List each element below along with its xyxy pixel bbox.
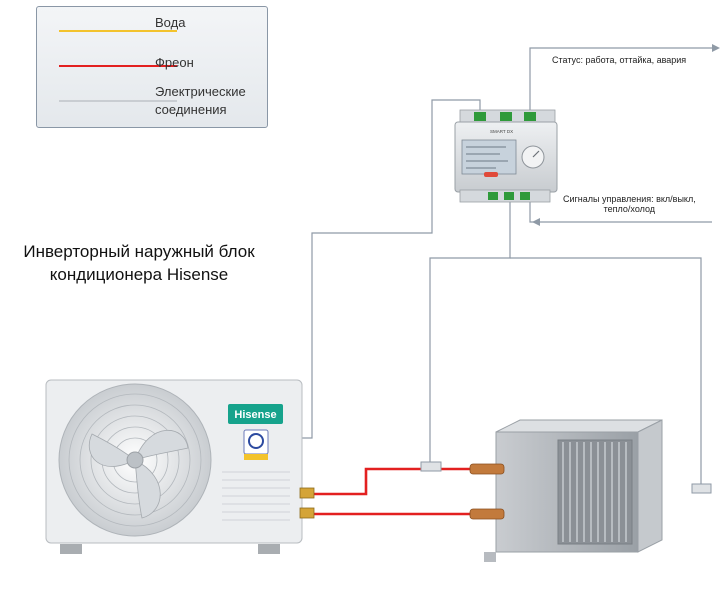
controller-model: SMART DX [490,129,513,134]
unit-title-line2: кондиционера Hisense [49,265,229,284]
wire-unit-to-controller [300,99,481,439]
brand-badge [228,404,283,424]
brand-label: Hisense [234,409,276,421]
freon-piping [312,467,492,516]
coil-connection-pipes-icon [469,463,505,520]
legend-label-water: Вода [155,15,186,30]
unit-title: Инверторный наружный блок кондиционера H… [0,240,278,286]
control-note-line1: Сигналы управления: вкл/выкл, [563,194,696,204]
pipe-temperature-sensor [420,461,442,472]
service-valves-icon [299,487,315,519]
controller-display [461,139,517,175]
legend: Вода Фреон Электрические соединения [36,6,268,128]
legend-label-freon: Фреон [155,55,194,70]
electrical-wiring [300,47,712,484]
control-note-line2: тепло/холод [603,204,656,214]
wire-controller-to-sensors [429,196,511,462]
outdoor-unit: Hisense [45,379,315,554]
control-note: Сигналы управления: вкл/выкл, тепло/холо… [563,194,696,214]
legend-swatch-water [59,30,177,32]
wire-status-output [529,47,712,112]
wire-control-input [529,196,712,223]
unit-title-line1: Инверторный наружный блок [23,242,255,261]
air-temperature-sensor [691,483,712,494]
legend-swatch-electric [59,100,177,102]
evaporator-coil [469,419,663,562]
smart-dx-controller: SMART DX [454,109,558,203]
status-arrow-icon [712,44,720,52]
legend-swatch-freon [59,65,177,67]
control-arrow-icon [532,218,540,226]
fan-blades-icon [88,429,189,519]
wire-to-air-sensor [510,257,702,484]
legend-label-electric: Электрические соединения [155,84,246,117]
status-note: Статус: работа, оттайка, авария [552,55,687,65]
freon-pipe-upper [312,467,492,496]
